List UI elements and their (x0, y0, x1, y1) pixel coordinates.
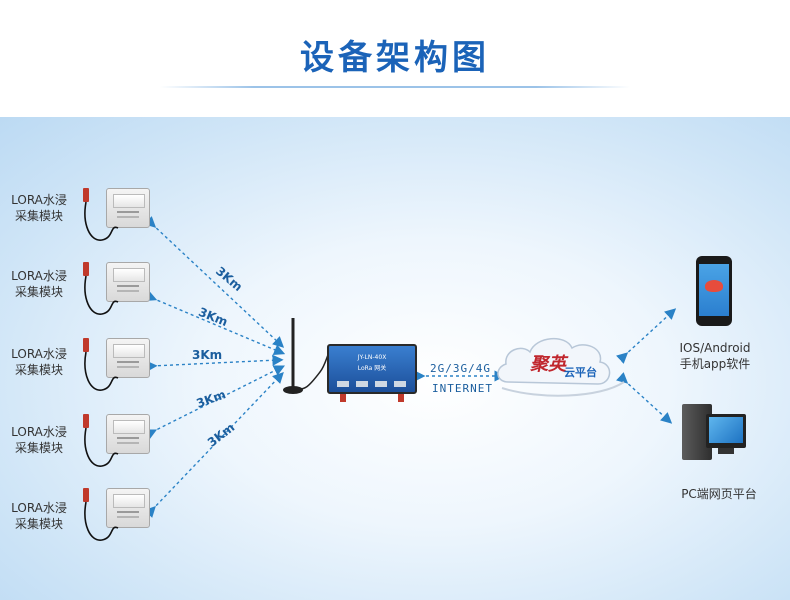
sensor-label-line2: 采集模块 (14, 363, 63, 377)
mobile-label: IOS/Android 手机app软件 (660, 340, 770, 372)
pc-arrow (616, 372, 673, 424)
page-title: 设备架构图 (300, 38, 490, 78)
link-arrow-2 (144, 290, 286, 355)
lora-sensor-icon (80, 184, 152, 264)
mobile-label-line2: 手机app软件 (679, 357, 751, 371)
smartphone-icon (696, 256, 732, 326)
sensor-label-line2: 采集模块 (14, 441, 63, 455)
pc-label: PC端网页平台 (681, 487, 757, 501)
pc-stand (718, 448, 734, 454)
antenna-icon (283, 318, 331, 394)
link-distance-3: 3Km (192, 348, 223, 362)
lora-gateway-icon: JY-LN-40X LoRa 网关 (327, 344, 417, 394)
cloud-icon (497, 338, 625, 397)
lora-sensor-icon (80, 410, 152, 490)
sensor-label-1: LORA水浸 采集模块 (8, 192, 70, 224)
lora-sensor-icon (80, 484, 152, 564)
sensor-label-line2: 采集模块 (14, 517, 63, 531)
sensor-label-line1: LORA水浸 (11, 347, 67, 361)
link-arrow-5 (144, 371, 284, 518)
network-internet: INTERNET (432, 382, 493, 395)
lora-sensor-icon (80, 334, 152, 414)
sensor-label-5: LORA水浸 采集模块 (8, 500, 70, 532)
sensor-label-line1: LORA水浸 (11, 269, 67, 283)
cloud-brand: 聚英 (530, 354, 566, 375)
gateway-ports (337, 381, 411, 387)
pc-monitor-icon (706, 414, 746, 448)
sensor-label-4: LORA水浸 采集模块 (8, 424, 70, 456)
sensor-label-2: LORA水浸 采集模块 (8, 268, 70, 300)
sensor-label-line2: 采集模块 (14, 285, 63, 299)
sensor-label-line1: LORA水浸 (11, 193, 67, 207)
cloud-platform: 云平台 (564, 366, 597, 379)
lora-sensor-icon (80, 258, 152, 338)
mobile-label-line1: IOS/Android (679, 341, 751, 355)
mobile-arrow (616, 308, 677, 364)
sensor-label-3: LORA水浸 采集模块 (8, 346, 70, 378)
title-divider (160, 86, 630, 88)
sensor-label-line2: 采集模块 (14, 209, 63, 223)
network-protocols: 2G/3G/4G (430, 362, 491, 375)
gateway-name: LoRa 网关 (357, 365, 387, 372)
gateway-model: JY-LN-40X (357, 354, 387, 361)
sensor-label-line1: LORA水浸 (11, 501, 67, 515)
sensor-label-line1: LORA水浸 (11, 425, 67, 439)
